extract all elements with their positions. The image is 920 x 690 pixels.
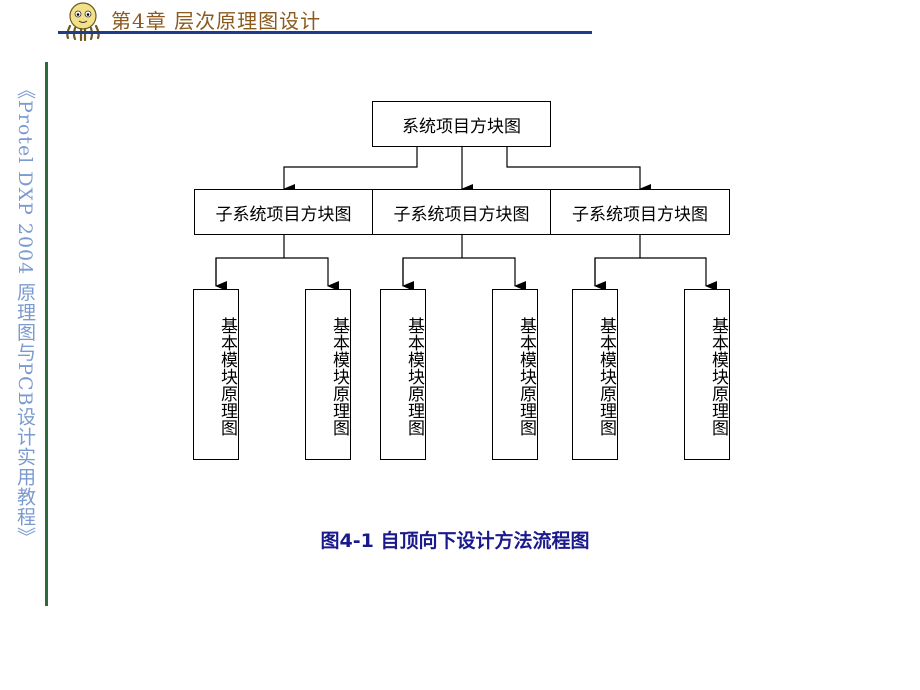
leaf-block-5: 基本模块原理图 xyxy=(572,289,618,460)
header-rule xyxy=(58,31,592,34)
leaf-block-6: 基本模块原理图 xyxy=(684,289,730,460)
figure-caption: 图4-1 自顶向下设计方法流程图 xyxy=(320,530,590,552)
leaf-block-1: 基本模块原理图 xyxy=(193,289,239,460)
book-title: 《Protel DXP 2004 原理图与PCB设计实用教程》 xyxy=(14,80,36,547)
chapter-title: 第4章 层次原理图设计 xyxy=(111,9,322,33)
leaf-block-2: 基本模块原理图 xyxy=(305,289,351,460)
connector-sub-3-to-leaves xyxy=(594,235,706,286)
subsystem-block-1: 子系统项目方块图 xyxy=(194,189,373,235)
leaf-block-4: 基本模块原理图 xyxy=(492,289,538,460)
connector-root-to-sub-3 xyxy=(506,146,651,194)
slide-header: 第4章 层次原理图设计 xyxy=(58,0,598,42)
subsystem-block-2: 子系统项目方块图 xyxy=(372,189,551,235)
root-block: 系统项目方块图 xyxy=(372,101,551,147)
subsystem-block-3: 子系统项目方块图 xyxy=(550,189,730,235)
connector-sub-2-to-leaves xyxy=(402,235,515,286)
connector-root-to-sub-1 xyxy=(283,146,418,194)
connector-sub-1-to-leaves xyxy=(215,235,328,286)
sidebar-rule xyxy=(45,62,48,606)
leaf-block-3: 基本模块原理图 xyxy=(380,289,426,460)
